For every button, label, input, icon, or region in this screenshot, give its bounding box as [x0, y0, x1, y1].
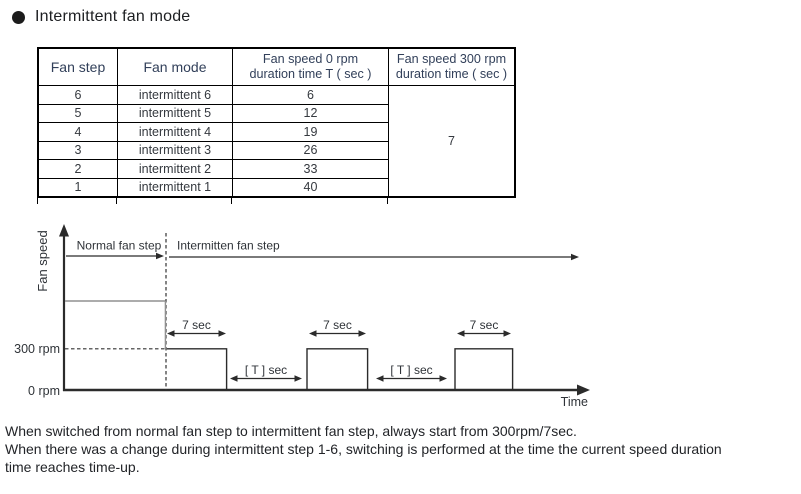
table-border-stub	[387, 198, 388, 204]
arrowhead-icon	[294, 375, 302, 382]
cell-fan-mode: intermittent 4	[117, 122, 233, 142]
arrowhead-icon	[503, 330, 511, 337]
pulse-2-width-label: 7 sec	[323, 318, 352, 332]
arrowhead-icon	[439, 375, 447, 382]
gap-1-width-label: [ T ] sec	[245, 363, 287, 377]
col-header-fan-step: Fan step	[37, 47, 118, 86]
cell-duration-0rpm: 12	[232, 103, 389, 123]
pulse-2	[306, 348, 369, 390]
cell-fan-mode: intermittent 2	[117, 159, 233, 179]
time-axis-label: Time	[561, 395, 588, 409]
arrowhead-icon	[167, 330, 175, 337]
gap-2-width-label: [ T ] sec	[390, 363, 432, 377]
fan-speed-timing-diagram: Fan speed Time Normal fan step Intermitt…	[14, 224, 590, 409]
col-header-fan-mode: Fan mode	[117, 47, 233, 86]
normal-phase-arrowhead-icon	[156, 252, 164, 260]
notes: When switched from normal fan step to in…	[5, 422, 745, 476]
bullet-icon	[12, 10, 25, 24]
table-row: 5 intermittent 5 12	[37, 103, 515, 123]
cell-fan-step: 1	[37, 177, 118, 198]
pulse-1-width-label: 7 sec	[182, 318, 211, 332]
note-line: When switched from normal fan step to in…	[5, 423, 577, 439]
arrowhead-icon	[376, 375, 384, 382]
intermittent-phase-label: Intermitten fan step	[177, 239, 280, 253]
col-header-duration-0rpm-line2: duration time T ( sec )	[249, 67, 372, 81]
table-row: 3 intermittent 3 26	[37, 140, 515, 160]
cell-fan-step: 3	[37, 140, 118, 160]
pulse-3	[454, 348, 514, 390]
cell-fan-step: 2	[37, 159, 118, 179]
table-border-stub	[116, 198, 117, 204]
cell-duration-300rpm: 7	[388, 85, 516, 198]
cell-fan-mode: intermittent 6	[117, 85, 233, 105]
arrowhead-icon	[358, 330, 366, 337]
col-header-duration-300rpm-line2: duration time ( sec )	[395, 67, 508, 81]
table-header-row: Fan step Fan mode Fan speed 0 rpm durati…	[37, 47, 516, 86]
cell-duration-0rpm: 19	[232, 122, 389, 142]
time-axis-arrowhead-icon	[577, 384, 590, 396]
cell-duration-0rpm: 6	[232, 85, 389, 105]
normal-phase-label: Normal fan step	[77, 239, 162, 253]
arrowhead-icon	[218, 330, 226, 337]
cell-duration-0rpm: 40	[232, 177, 389, 198]
pulse-3-width-label: 7 sec	[470, 318, 499, 332]
fan-mode-table: Fan step Fan mode Fan speed 0 rpm durati…	[37, 47, 516, 198]
cell-duration-0rpm: 26	[232, 140, 389, 160]
cell-fan-step: 5	[37, 103, 118, 123]
table-row: 4 intermittent 4 19	[37, 122, 515, 142]
intermittent-phase-arrowhead-icon	[571, 253, 579, 261]
y-axis-label: Fan speed	[35, 230, 50, 291]
y-axis-arrowhead-icon	[59, 224, 69, 237]
arrowhead-icon	[230, 375, 238, 382]
col-header-duration-0rpm-line1: Fan speed 0 rpm	[262, 51, 359, 66]
table-border-stub	[231, 198, 232, 204]
cell-duration-0rpm: 33	[232, 159, 389, 179]
col-header-duration-300rpm-line1: Fan speed 300 rpm	[396, 51, 507, 66]
arrowhead-icon	[309, 330, 317, 337]
cell-fan-mode: intermittent 1	[117, 177, 233, 198]
section-title: Intermittent fan mode	[12, 8, 190, 26]
y-tick-300rpm: 300 rpm	[14, 342, 60, 356]
pulse-1	[166, 348, 228, 390]
col-header-duration-300rpm: Fan speed 300 rpm duration time ( sec )	[388, 47, 516, 86]
y-tick-0rpm: 0 rpm	[28, 384, 60, 398]
cell-fan-step: 6	[37, 85, 118, 105]
arrowhead-icon	[457, 330, 465, 337]
cell-fan-step: 4	[37, 122, 118, 142]
note-line: When there was a change during intermitt…	[5, 441, 722, 475]
section-title-text: Intermittent fan mode	[35, 8, 191, 25]
cell-fan-mode: intermittent 5	[117, 103, 233, 123]
table-border-stub	[37, 198, 38, 204]
col-header-duration-0rpm: Fan speed 0 rpm duration time T ( sec )	[232, 47, 389, 86]
cell-fan-mode: intermittent 3	[117, 140, 233, 160]
table-row: 6 intermittent 6 6 7	[37, 85, 516, 198]
table-row: 1 intermittent 1 40	[37, 177, 515, 198]
